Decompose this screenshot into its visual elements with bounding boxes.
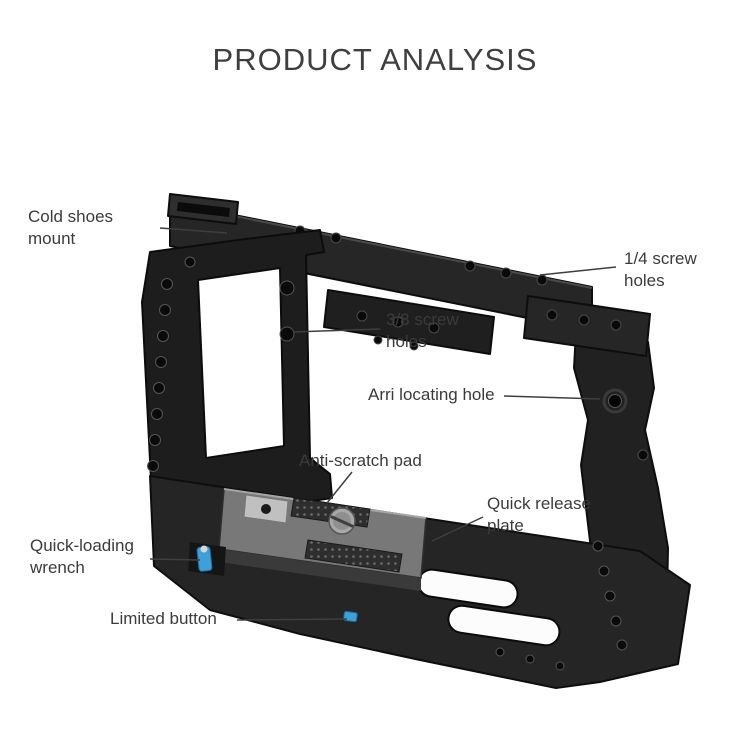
leader-lines [149, 227, 617, 621]
leader-cold-shoes [159, 227, 228, 234]
quick-release-plate [218, 488, 427, 591]
leader-three-eighths-screw [292, 328, 381, 333]
callout-three-eighths-screw-holes: 3/8 screw holes [386, 310, 459, 351]
arri-locating-hole [608, 394, 622, 408]
callout-anti-scratch-pad: Anti-scratch pad [299, 451, 422, 470]
leader-arri-hole [503, 395, 601, 400]
leader-anti-scratch [326, 471, 353, 504]
callout-arri-locating-hole: Arri locating hole [368, 385, 495, 404]
callout-limited-button: Limited button [110, 609, 217, 628]
leader-limited-button [236, 618, 348, 621]
callout-quick-loading-wrench: Quick-loading wrench [30, 536, 134, 577]
leader-wrench [149, 558, 201, 561]
quick-loading-wrench-graphic [188, 542, 226, 576]
leader-quick-release [431, 516, 484, 542]
page-title: PRODUCT ANALYSIS [212, 42, 538, 77]
quarter-screw-hole [464, 260, 476, 272]
cold-shoe-mount [167, 193, 239, 225]
callout-cold-shoes-mount: Cold shoes mount [28, 207, 114, 248]
anti-scratch-pad-graphic [304, 539, 403, 573]
limited-button-graphic [343, 610, 358, 623]
callout-quarter-screw-holes: 1/4 screw holes [624, 249, 697, 290]
three-eighths-screw-hole [279, 280, 295, 296]
left-frame [141, 229, 333, 513]
callout-quick-release-plate: Quick release plate [487, 494, 591, 535]
leader-quarter-screw [539, 266, 617, 276]
